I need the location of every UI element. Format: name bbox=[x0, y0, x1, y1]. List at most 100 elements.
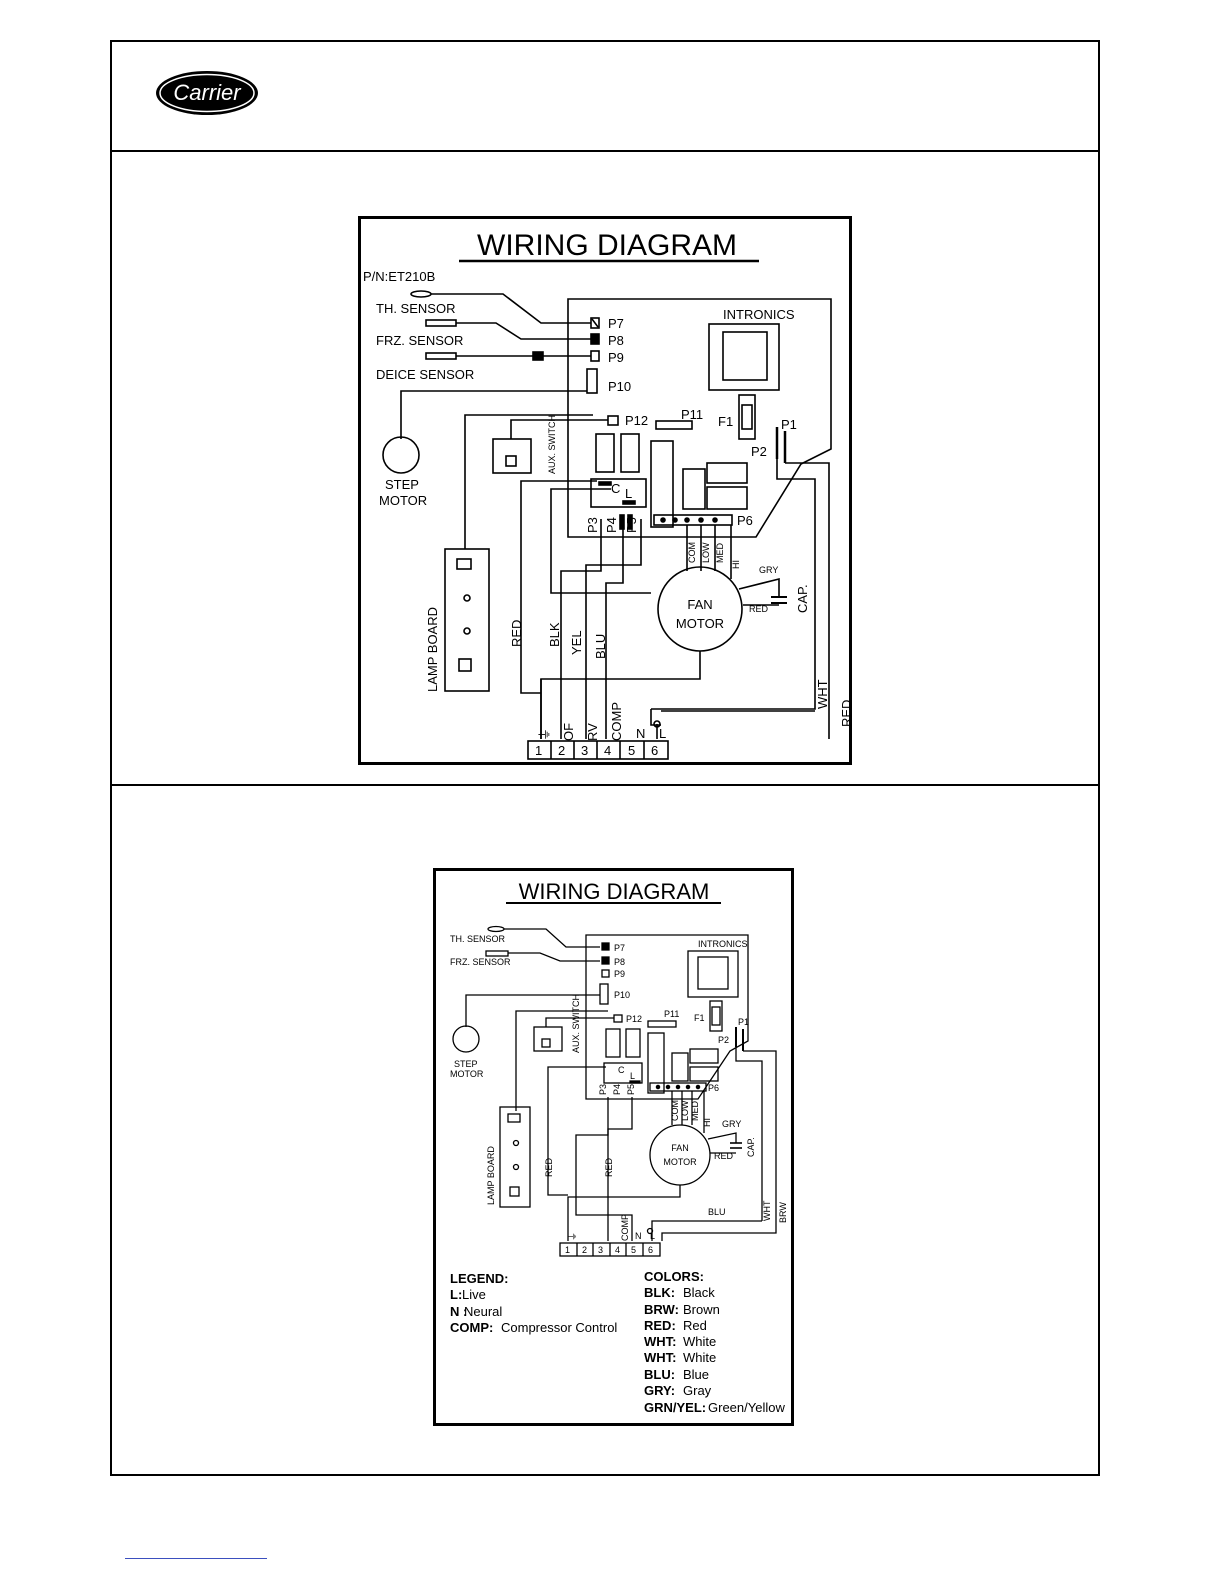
terminal-fn-ground: ⏚ bbox=[537, 728, 552, 741]
color-value-wht-1: White bbox=[683, 1334, 716, 1349]
wiring-diagram-2: WIRING DIAGRAM TH. SENSOR FRZ. SENSOR IN… bbox=[433, 868, 794, 1426]
d2-terminal-fn-ground: ⏚ bbox=[568, 1232, 578, 1241]
wire-yel-label: YEL bbox=[569, 630, 584, 655]
color-key-wht-2: WHT: bbox=[644, 1350, 677, 1365]
colors-heading: COLORS: bbox=[644, 1269, 704, 1284]
legend-heading: LEGEND: bbox=[450, 1271, 509, 1286]
d2-connector-p1: P1 bbox=[738, 1017, 749, 1027]
d2-connector-p11: P11 bbox=[664, 1009, 679, 1019]
legend-value-l: Live bbox=[462, 1287, 486, 1302]
connector-p10: P10 bbox=[608, 379, 631, 394]
d2-terminal-3: 3 bbox=[598, 1245, 603, 1255]
fan-tap-med: MED bbox=[715, 543, 725, 564]
step-motor-label-1: STEP bbox=[385, 477, 419, 492]
color-value-blu: Blue bbox=[683, 1367, 709, 1382]
color-value-grn-yel: Green/Yellow bbox=[708, 1400, 785, 1415]
diagram1-title: WIRING DIAGRAM bbox=[477, 229, 737, 262]
legend-key-comp: COMP: bbox=[450, 1320, 493, 1335]
cap-label: CAP. bbox=[795, 584, 810, 613]
d2-connector-p4: P4 bbox=[612, 1084, 622, 1095]
legend-value-n: Neural bbox=[464, 1304, 502, 1319]
lamp-board-label: LAMP BOARD bbox=[425, 607, 440, 692]
d2-terminal-4: 4 bbox=[615, 1245, 620, 1255]
connector-p8: P8 bbox=[608, 333, 624, 348]
color-key-brw: BRW: bbox=[644, 1302, 679, 1317]
d2-fuse-f1: F1 bbox=[694, 1013, 705, 1023]
d2-relay-c-label: C bbox=[618, 1065, 625, 1075]
fan-tap-com: COM bbox=[687, 542, 697, 563]
frz-sensor-label: FRZ. SENSOR bbox=[376, 333, 463, 348]
th-sensor-label: TH. SENSOR bbox=[376, 301, 455, 316]
terminal-fn-comp: COMP bbox=[609, 702, 624, 741]
wiring-diagram-1: WIRING DIAGRAM P/N:ET210B TH. SENSOR FRZ… bbox=[358, 216, 852, 765]
legend-key-l: L: bbox=[450, 1287, 462, 1302]
fuse-f1: F1 bbox=[718, 414, 733, 429]
terminal-fn-rv: RV bbox=[585, 723, 600, 741]
connector-p1: P1 bbox=[781, 417, 797, 432]
d2-terminal-6: 6 bbox=[648, 1245, 653, 1255]
d2-connector-p7: P7 bbox=[614, 943, 625, 953]
d2-wire-red-label-1: RED bbox=[544, 1157, 554, 1177]
color-key-grn-yel: GRN/YEL: bbox=[644, 1400, 706, 1415]
terminal-fn-of: OF bbox=[561, 723, 576, 741]
color-value-gry: Gray bbox=[683, 1383, 712, 1398]
d2-th-sensor-label: TH. SENSOR bbox=[450, 934, 506, 944]
d2-relay-l-label: L bbox=[630, 1071, 635, 1081]
color-key-blu: BLU: bbox=[644, 1367, 675, 1382]
color-value-wht-2: White bbox=[683, 1350, 716, 1365]
legend-value-comp: Compressor Control bbox=[501, 1320, 617, 1335]
d2-connector-p6: P6 bbox=[708, 1083, 719, 1093]
d2-wire-red-label-2: RED bbox=[604, 1157, 614, 1177]
d2-aux-switch-label: AUX. SWITCH bbox=[571, 994, 581, 1053]
connector-p9: P9 bbox=[608, 350, 624, 365]
terminal-fn-n: N bbox=[636, 726, 645, 741]
d2-connector-p5: P5 bbox=[626, 1084, 636, 1095]
color-key-blk: BLK: bbox=[644, 1285, 675, 1300]
d2-terminal-fn-l: L bbox=[650, 1231, 655, 1241]
terminal-6: 6 bbox=[651, 743, 658, 758]
d2-fan-motor-label-2: MOTOR bbox=[663, 1157, 697, 1167]
connector-p11: P11 bbox=[681, 407, 703, 422]
d2-connector-p12: P12 bbox=[626, 1014, 642, 1024]
d2-fan-tap-low: LOW bbox=[680, 1100, 690, 1121]
d2-lamp-board-label: LAMP BOARD bbox=[486, 1146, 496, 1205]
d2-terminal-fn-comp: COMP bbox=[620, 1214, 630, 1241]
terminal-1: 1 bbox=[535, 743, 542, 758]
color-key-gry: GRY: bbox=[644, 1383, 675, 1398]
d2-wire-brw-label: BRW bbox=[778, 1202, 788, 1223]
d2-wire-wht-label: WHT bbox=[762, 1200, 772, 1221]
d2-fan-tap-hi: HI bbox=[702, 1118, 712, 1127]
d2-wire-blu-label: BLU bbox=[708, 1207, 726, 1217]
fan-tap-low: LOW bbox=[701, 542, 711, 563]
diagram2-title: WIRING DIAGRAM bbox=[519, 879, 710, 904]
board-name: INTRONICS bbox=[723, 307, 795, 322]
fan-motor-label-1: FAN bbox=[687, 597, 712, 612]
d2-terminal-5: 5 bbox=[631, 1245, 636, 1255]
d2-fan-tap-com: COM bbox=[670, 1100, 680, 1121]
wire-red-fan-label: RED bbox=[749, 604, 769, 614]
header-divider bbox=[110, 150, 1100, 152]
terminal-2: 2 bbox=[558, 743, 565, 758]
terminal-fn-l: L bbox=[659, 726, 666, 741]
d2-step-motor-label-1: STEP bbox=[454, 1059, 478, 1069]
d2-step-motor-label-2: MOTOR bbox=[450, 1069, 484, 1079]
fan-tap-hi: HI bbox=[731, 560, 741, 569]
d2-board-name: INTRONICS bbox=[698, 939, 748, 949]
fan-motor-label-2: MOTOR bbox=[676, 616, 724, 631]
connector-p2: P2 bbox=[751, 444, 767, 459]
connector-p7: P7 bbox=[608, 316, 624, 331]
wire-red-right-label: RED bbox=[839, 700, 849, 727]
d2-connector-p8: P8 bbox=[614, 957, 625, 967]
color-value-brw: Brown bbox=[683, 1302, 720, 1317]
d2-terminal-fn-n: N bbox=[635, 1231, 642, 1241]
d2-fan-motor-label-1: FAN bbox=[671, 1143, 689, 1153]
part-number: P/N:ET210B bbox=[363, 269, 435, 284]
d2-cap-label: CAP. bbox=[746, 1137, 756, 1157]
connector-p3: P3 bbox=[585, 517, 600, 533]
wire-blu-label: BLU bbox=[593, 634, 608, 659]
d2-connector-p3: P3 bbox=[598, 1084, 608, 1095]
d2-wire-gry-label: GRY bbox=[722, 1119, 741, 1129]
color-key-red: RED: bbox=[644, 1318, 676, 1333]
d2-fan-tap-med: MED bbox=[690, 1101, 700, 1122]
footer-link-underline bbox=[125, 1558, 267, 1559]
